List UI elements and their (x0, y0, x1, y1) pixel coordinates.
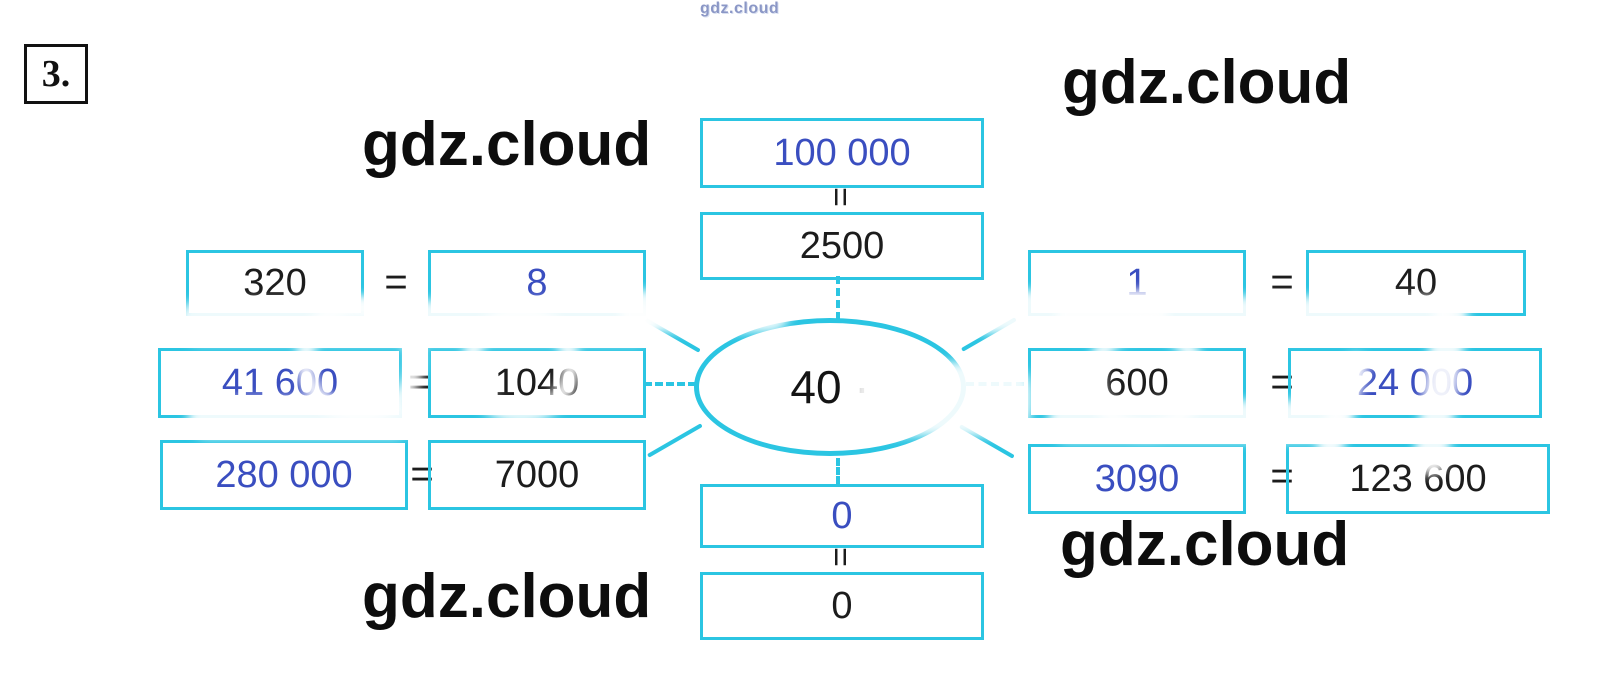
box-bottom-product: 0 (700, 484, 984, 548)
watermark-bottom-left: gdz.cloud (362, 562, 652, 631)
box-top-factor: 2500 (700, 212, 984, 280)
box-left-bottom-product: 280 000 (160, 440, 408, 510)
watermark-ghost-blob (852, 362, 1032, 436)
equals-right-mid: = (1270, 360, 1294, 404)
watermark-ghost-blob (1048, 400, 1348, 442)
watermark-small-top: gdz.cloud (700, 0, 780, 17)
watermark-ghost-ring (462, 306, 580, 424)
equals-left-top: = (384, 260, 408, 304)
equals-left-bottom: = (410, 452, 434, 496)
equals-right-top: = (1270, 260, 1294, 304)
box-right-bottom-factor: 3090 (1028, 444, 1246, 514)
exercise-number: 3. (24, 44, 88, 104)
box-left-bottom-factor: 7000 (428, 440, 646, 510)
connector-left-bottom-diagonal (647, 423, 703, 458)
watermark-ghost-blob (188, 398, 414, 438)
box-top-product: 100 000 (700, 118, 984, 188)
watermark-ghost-blob (620, 290, 790, 332)
watermark-top-right: gdz.cloud (1062, 48, 1352, 117)
watermark-mid-left: gdz.cloud (362, 110, 652, 179)
connector-bottom-dashed (836, 458, 840, 484)
connector-top-dashed (836, 276, 840, 320)
box-bottom-factor: 0 (700, 572, 984, 640)
connector-left-dashed (644, 382, 696, 386)
watermark-bottom-right: gdz.cloud (1060, 510, 1350, 579)
